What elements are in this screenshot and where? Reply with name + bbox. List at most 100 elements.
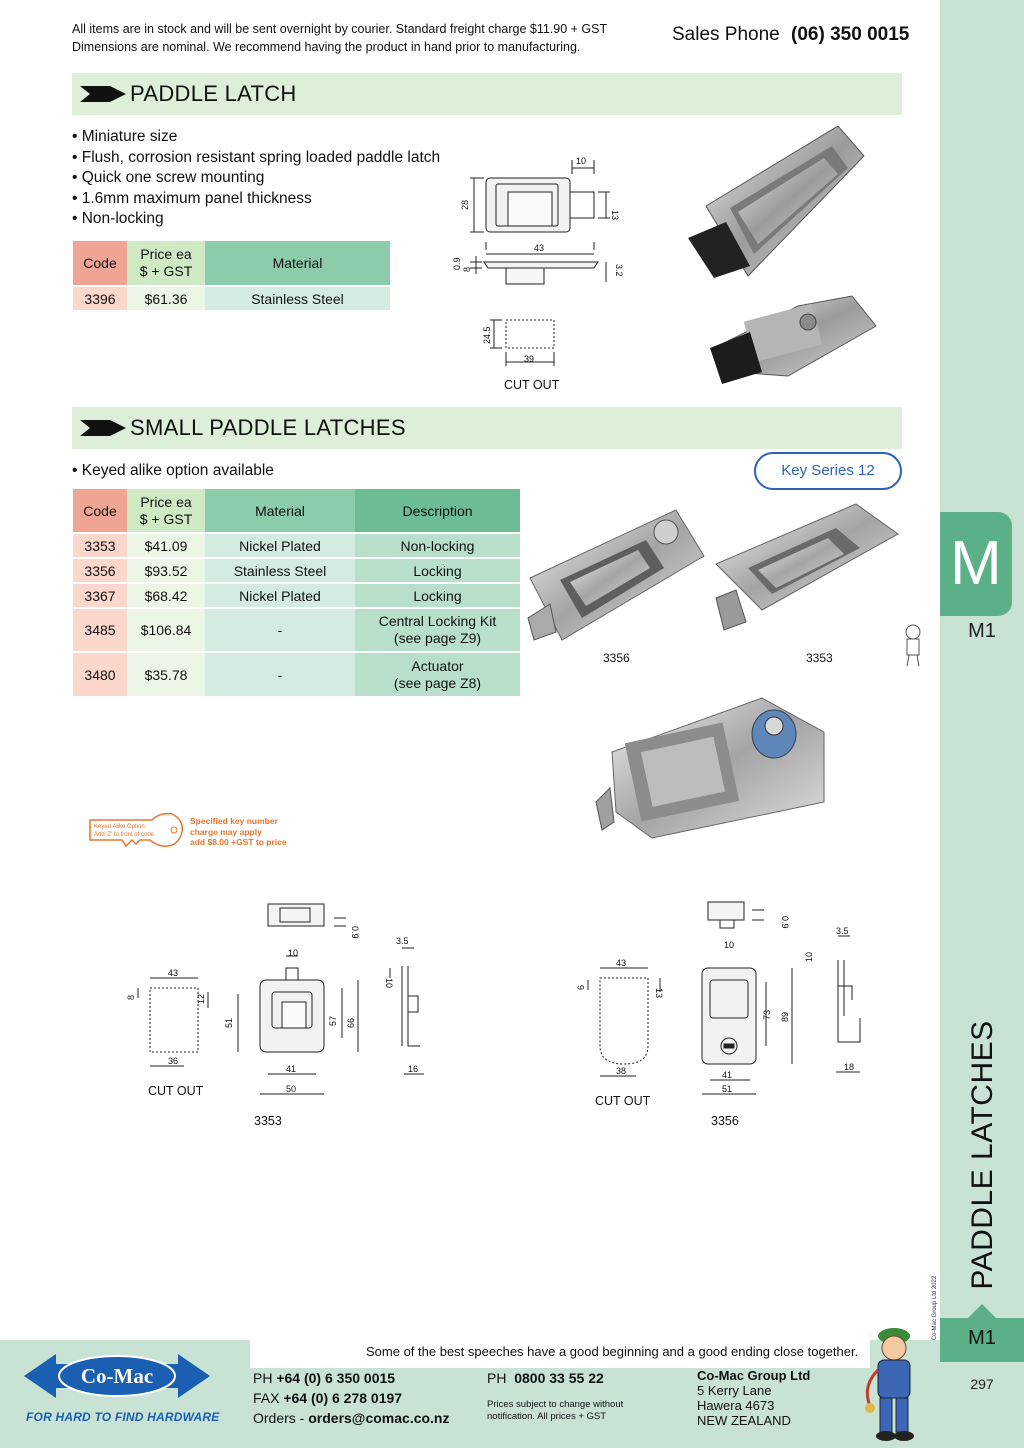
cell-price: $106.84: [127, 607, 205, 652]
dim-label: 51: [722, 1084, 732, 1094]
comac-logo[interactable]: Co-Mac: [24, 1346, 210, 1406]
cell-description: Non-locking: [355, 532, 520, 558]
dim-label: 43: [616, 958, 626, 968]
dim-label: 89: [780, 1012, 790, 1022]
dim-label: 41: [286, 1064, 296, 1074]
notice-line-1: All items are in stock and will be sent …: [72, 22, 608, 36]
cutout-label: CUT OUT: [595, 1094, 651, 1108]
col-header-price: Price ea $ + GST: [127, 241, 205, 286]
key-note-line2: charge may apply: [190, 826, 262, 837]
description-line1: Central Locking Kit: [378, 613, 497, 629]
dim-label: 3.2: [614, 264, 624, 277]
ph-label: PH: [253, 1370, 273, 1386]
cell-material: Nickel Plated: [205, 532, 355, 558]
dim-label: 36: [168, 1056, 178, 1066]
phone-number[interactable]: +64 (0) 6 350 0015: [276, 1370, 396, 1386]
table-row[interactable]: 3353 $41.09 Nickel Plated Non-locking: [73, 532, 520, 558]
price-note-line1: Prices subject to change without: [487, 1399, 624, 1410]
footer-tagline: FOR HARD TO FIND HARDWARE: [26, 1410, 220, 1424]
address-line: Hawera 4673: [697, 1398, 775, 1413]
section-title: SMALL PADDLE LATCHES: [130, 415, 406, 440]
cell-material: Stainless Steel: [205, 285, 390, 310]
feature-item: • Keyed alike option available: [72, 462, 274, 479]
dim-label: 38: [616, 1066, 626, 1076]
freephone-number[interactable]: 0800 33 55 22: [514, 1370, 604, 1386]
side-tab-background: [940, 0, 1024, 1448]
dim-label: 10: [804, 952, 814, 962]
cell-price: $68.42: [127, 582, 205, 608]
cell-code: 3396: [73, 285, 127, 310]
table-row[interactable]: 3480 $35.78 - Actuator (see page Z8): [73, 651, 520, 696]
key-tag-line1: Keyed Alike Option: [94, 824, 145, 830]
sales-phone-number[interactable]: (06) 350 0015: [791, 24, 910, 45]
cell-code: 3367: [73, 582, 127, 608]
key-note-line3: add $8.00 +GST to price: [190, 837, 287, 847]
key-note-line1: Specified key number: [190, 816, 278, 826]
dim-label: 66: [346, 1018, 356, 1028]
feature-item: • Non-locking: [72, 210, 164, 228]
address-line: NEW ZEALAND: [697, 1413, 791, 1428]
table-row[interactable]: 3485 $106.84 - Central Locking Kit (see …: [73, 607, 520, 652]
feature-item: • Quick one screw mounting: [72, 169, 265, 187]
dim-label: 10: [724, 940, 734, 950]
mascot-icon: [905, 624, 921, 667]
feature-item: • 1.6mm maximum panel thickness: [72, 189, 312, 207]
drawing-label-3353: 3353: [254, 1114, 282, 1128]
fax-number: +64 (0) 6 278 0197: [283, 1390, 403, 1406]
mascot-icon: [865, 1328, 914, 1441]
dim-label: 50: [286, 1084, 296, 1094]
feature-list: • Miniature size • Flush, corrosion resi…: [72, 127, 440, 230]
dim-label: 0.9: [780, 916, 790, 929]
cell-description: Actuator (see page Z8): [355, 651, 520, 696]
price-table-small-paddle-latches: Code Price ea $ + GST Material Descripti…: [73, 489, 520, 696]
cutout-label: CUT OUT: [148, 1084, 204, 1098]
stock-notice: All items are in stock and will be sent …: [72, 20, 652, 56]
feature-item: • Flush, corrosion resistant spring load…: [72, 148, 441, 166]
dim-label: 10: [576, 156, 586, 166]
orders-email[interactable]: orders@comac.co.nz: [308, 1410, 450, 1426]
table-row[interactable]: 3396 $61.36 Stainless Steel: [73, 285, 390, 310]
cell-price: $35.78: [127, 651, 205, 696]
col-header-code: Code: [73, 489, 127, 533]
cell-price: $41.09: [127, 532, 205, 558]
up-arrow-icon: [968, 1304, 996, 1318]
orders-label: Orders -: [253, 1410, 305, 1426]
price-table-paddle-latch: Code Price ea $ + GST Material 3396 $61.…: [73, 241, 390, 310]
sales-phone-label: Sales Phone: [672, 24, 780, 45]
drawing-3353: 0.9 3.5 10 10 43 8 12 51 57 66 36 41 50 …: [126, 903, 424, 1095]
dim-label: 3.5: [396, 936, 409, 946]
price-header-line1: Price ea: [140, 493, 192, 510]
side-tab-letter[interactable]: M: [940, 512, 1012, 616]
photo-label-3356: 3356: [603, 651, 630, 665]
key-series-badge[interactable]: Key Series 12: [754, 452, 902, 490]
price-header-line2: $ + GST: [139, 263, 193, 279]
paddle-latch-drawing: 10 28 13 43 0.9 8 3.2 24.5 39: [452, 156, 624, 366]
key-tag-line2: Add 'Z' to front of code: [94, 832, 155, 838]
key-icon: Keyed Alike Option Add 'Z' to front of c…: [89, 812, 184, 848]
company-address: Co-Mac Group Ltd 5 Kerry Lane Hawera 467…: [697, 1368, 810, 1428]
footer-quote: Some of the best speeches have a good be…: [366, 1344, 859, 1359]
col-header-material: Material: [205, 241, 390, 286]
cell-code: 3353: [73, 532, 127, 558]
dim-label: 51: [224, 1018, 234, 1028]
dim-label: 10: [384, 978, 394, 988]
description-line2: (see page Z8): [393, 674, 482, 691]
cell-description: Locking: [355, 557, 520, 583]
dim-label: 39: [524, 354, 534, 364]
cutout-label: CUT OUT: [504, 378, 560, 392]
table-row[interactable]: 3356 $93.52 Stainless Steel Locking: [73, 557, 520, 583]
address-line: 5 Kerry Lane: [697, 1383, 772, 1398]
cell-price: $61.36: [127, 285, 205, 310]
paddle-latch-photo: [688, 126, 877, 384]
cell-material: Nickel Plated: [205, 582, 355, 608]
price-header-line2: $ + GST: [139, 510, 193, 527]
section-header-small-paddle-latches: SMALL PADDLE LATCHES: [72, 407, 902, 449]
arrow-icon: [80, 420, 126, 436]
side-section-name: PADDLE LATCHES: [966, 1020, 999, 1290]
side-tab-code: M1: [968, 620, 996, 642]
ph2-label: PH: [487, 1370, 507, 1386]
dim-label: 41: [722, 1070, 732, 1080]
price-header-line1: Price ea: [140, 246, 192, 262]
table-row[interactable]: 3367 $68.42 Nickel Plated Locking: [73, 582, 520, 608]
central-locking-kit-photo: [595, 697, 825, 839]
